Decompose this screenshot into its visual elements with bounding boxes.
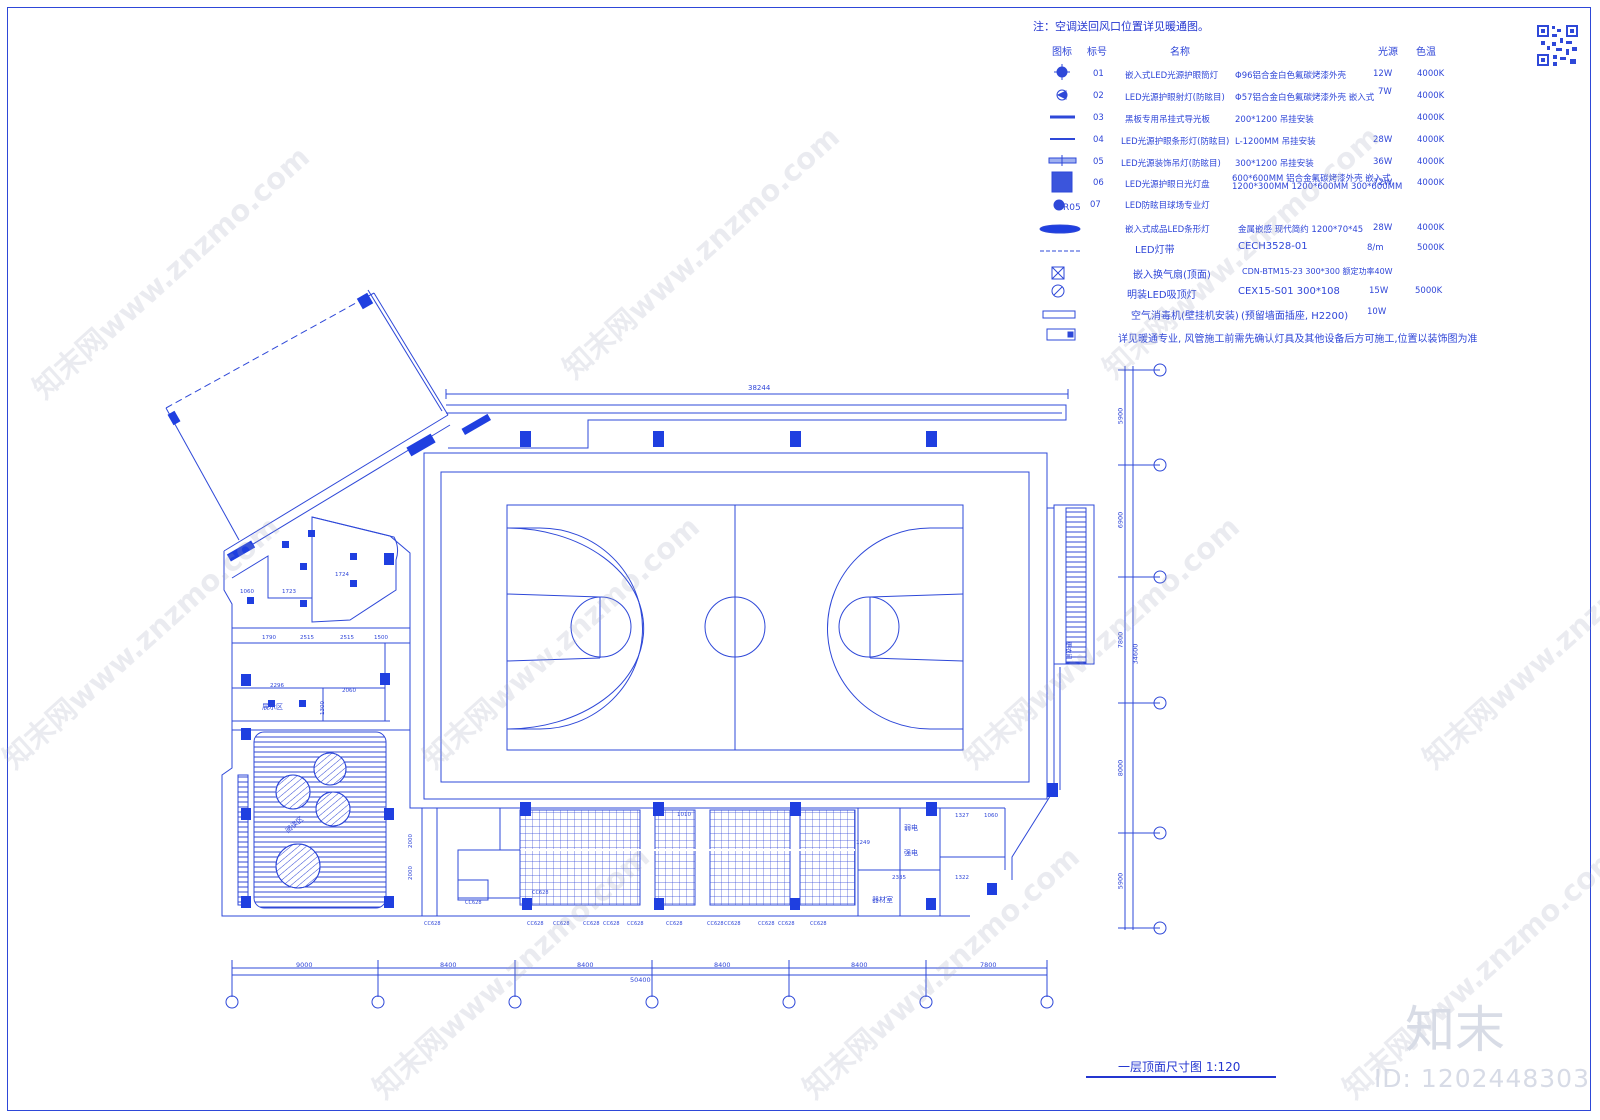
icon-tag: R05 bbox=[1063, 203, 1081, 213]
legend-header-code: 标号 bbox=[1087, 47, 1107, 58]
room-label: 器材室 bbox=[872, 896, 893, 904]
cc-label: CC628 bbox=[810, 921, 827, 927]
cc-label: CC628 bbox=[424, 921, 441, 927]
cc-label: CC628 bbox=[666, 921, 683, 927]
dim-bottom-1: 9000 bbox=[296, 961, 313, 969]
dim-bottom-5: 8400 bbox=[851, 961, 868, 969]
dim-small: 2060 bbox=[342, 688, 356, 694]
dim-small: 1500 bbox=[374, 635, 388, 641]
brand-logo: 知末 bbox=[1405, 1001, 1505, 1059]
cc-label: CC628 bbox=[724, 921, 741, 927]
dim-right-4: 8000 bbox=[1116, 759, 1125, 777]
legend-header-name: 名称 bbox=[1170, 47, 1190, 58]
legend-footer: 详见暖通专业, 风管施工前需先确认灯具及其他设备后方可施工,位置以装饰图为准 bbox=[1118, 334, 1478, 345]
cc-label: CC628 bbox=[603, 921, 620, 927]
cc-label: CC628 bbox=[532, 890, 549, 896]
room-label: 强电 bbox=[904, 849, 918, 857]
dim-small: 1327 bbox=[955, 813, 969, 819]
dim-small: 2515 bbox=[300, 635, 314, 641]
dim-bottom-4: 8400 bbox=[714, 961, 731, 969]
general-note: 注：空调送回风口位置详见暖通图。 bbox=[1033, 20, 1209, 33]
dim-small: 2296 bbox=[270, 683, 284, 689]
dim-right-total: 34600 bbox=[1131, 643, 1140, 665]
id-label: ID: 1202448303 bbox=[1373, 1064, 1590, 1093]
legend-header-source: 光源 bbox=[1378, 47, 1398, 58]
cc-label: CC628 bbox=[553, 921, 570, 927]
dim-small: 2000 bbox=[408, 866, 414, 880]
legend-row-12: 空气消毒机(壁挂机安装)(预留墙面插座, H2200) 10W bbox=[1131, 307, 1387, 322]
cc-label: CC628 bbox=[527, 921, 544, 927]
dim-small: 1249 bbox=[856, 840, 870, 846]
cc-label: CC628 bbox=[778, 921, 795, 927]
dim-small: 1790 bbox=[262, 635, 276, 641]
dim-right-2: 6900 bbox=[1116, 511, 1125, 529]
dim-small: 2000 bbox=[408, 834, 414, 848]
dim-small: 1724 bbox=[335, 572, 349, 578]
dim-right-1: 5900 bbox=[1116, 407, 1125, 425]
dim-small: 1723 bbox=[282, 589, 296, 595]
legend-header-icon: 图标 bbox=[1052, 47, 1072, 58]
dim-small: 1010 bbox=[677, 812, 691, 818]
cc-label: CC628 bbox=[583, 921, 600, 927]
legend-row-10: 嵌入换气扇(顶面)CDN-BTM15-23 300*300 额定功率40W bbox=[1133, 267, 1393, 281]
drawing-title: 一层顶面尺寸图 1:120 bbox=[1086, 1054, 1276, 1078]
cc-label: CC628 bbox=[627, 921, 644, 927]
legend-header-color-temp: 色温 bbox=[1416, 47, 1436, 58]
cc-label: CC628 bbox=[758, 921, 775, 927]
cc-label: CC628 bbox=[465, 900, 482, 906]
dim-small: 1300 bbox=[320, 701, 326, 715]
qr-code-icon bbox=[1536, 24, 1579, 67]
cc-label: CC628 bbox=[707, 921, 724, 927]
dim-bottom-2: 8400 bbox=[440, 961, 457, 969]
dim-small: 1060 bbox=[984, 813, 998, 819]
dim-small: 1060 bbox=[240, 589, 254, 595]
room-label: 弱电 bbox=[904, 824, 918, 832]
dim-bottom-total: 50400 bbox=[630, 976, 651, 984]
dim-bottom-6: 7800 bbox=[980, 961, 997, 969]
dim-top: 38244 bbox=[748, 384, 771, 392]
dim-small: 1322 bbox=[955, 875, 969, 881]
dim-right-5: 5900 bbox=[1116, 872, 1125, 890]
dim-small: 2335 bbox=[892, 875, 906, 881]
dim-small: 2515 bbox=[340, 635, 354, 641]
room-label: 展示区 bbox=[262, 703, 283, 711]
drawing-frame bbox=[7, 7, 1591, 1111]
dim-bottom-3: 8400 bbox=[577, 961, 594, 969]
